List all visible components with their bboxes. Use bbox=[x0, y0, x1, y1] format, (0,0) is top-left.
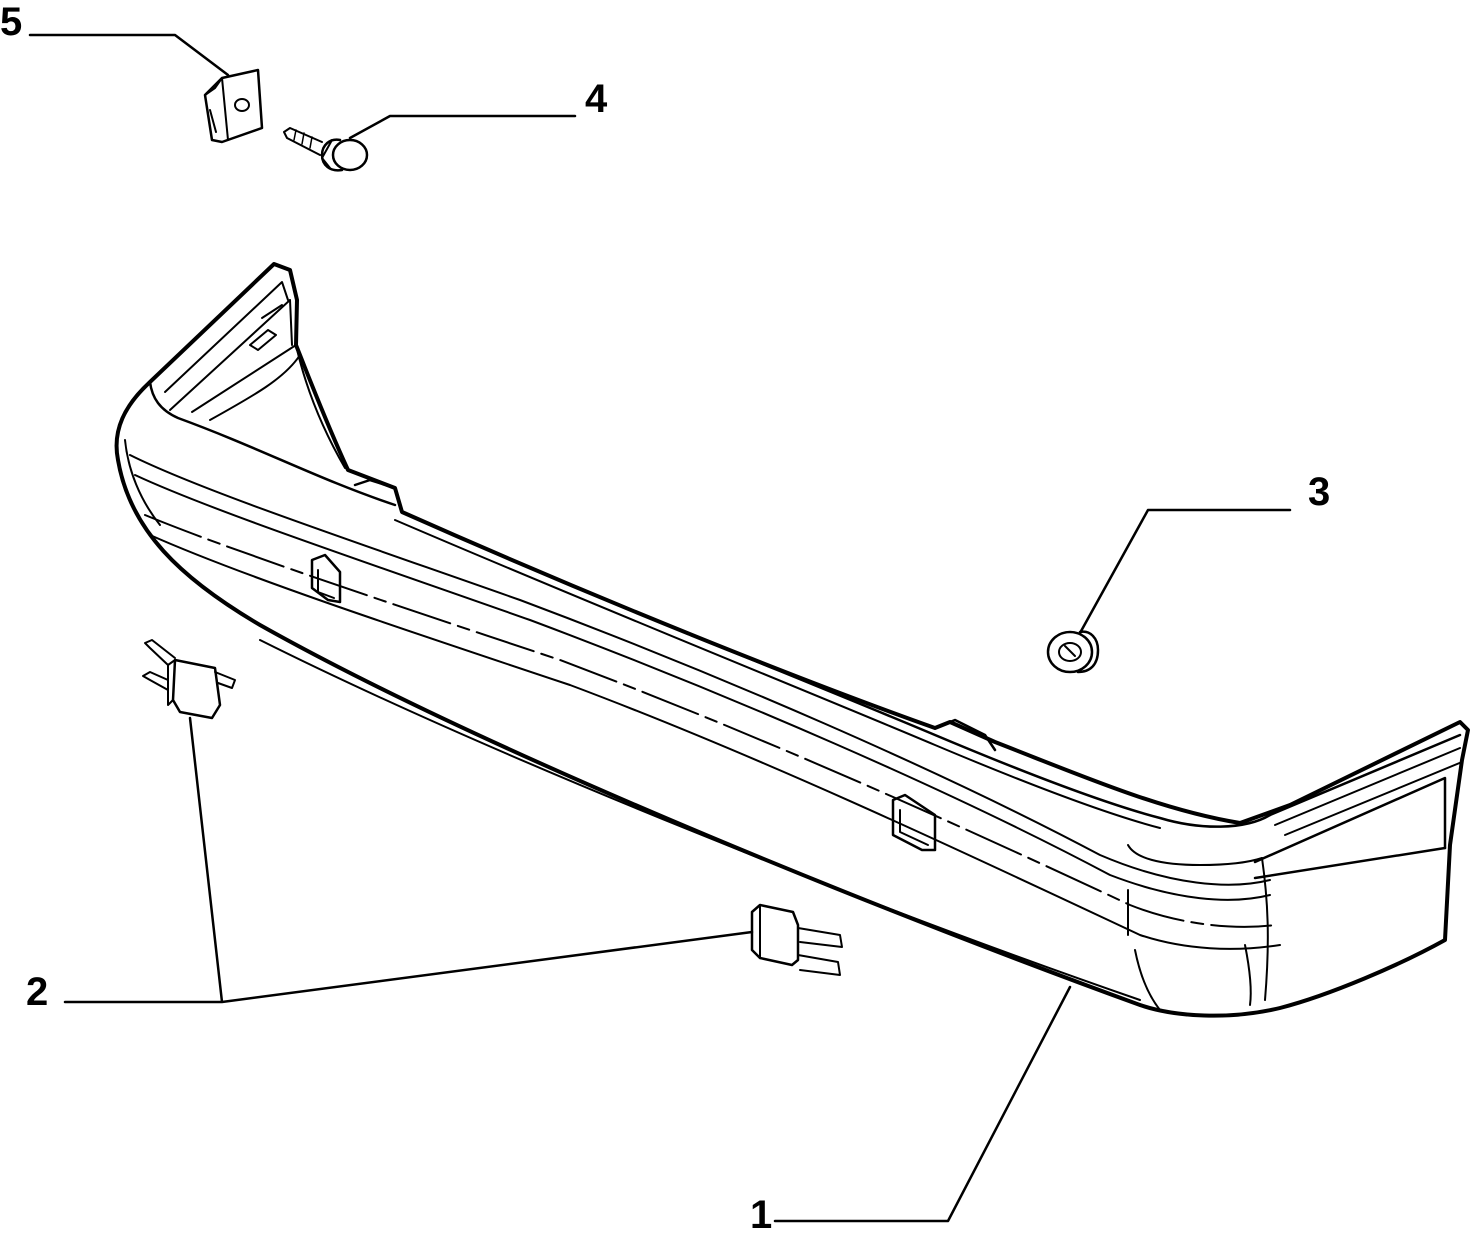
callout-3: 3 bbox=[1308, 470, 1330, 514]
callout-1: 1 bbox=[750, 1193, 772, 1228]
bracket-clip-left[interactable] bbox=[142, 639, 236, 720]
speed-nut-part[interactable] bbox=[203, 68, 264, 144]
bracket-clip-right[interactable] bbox=[750, 903, 843, 976]
leader-line-2 bbox=[63, 716, 754, 1004]
callout-2: 2 bbox=[26, 970, 48, 1014]
callout-4: 4 bbox=[585, 77, 608, 121]
leader-lines bbox=[28, 33, 1292, 1223]
callout-5: 5 bbox=[0, 0, 22, 44]
leader-line-1 bbox=[773, 985, 1072, 1223]
bumper-part[interactable] bbox=[114, 262, 1470, 1018]
leader-line-3 bbox=[1078, 508, 1292, 635]
leader-line-5 bbox=[28, 33, 230, 77]
leader-line-4 bbox=[348, 114, 577, 140]
grommet-part[interactable] bbox=[1046, 630, 1100, 674]
screw-part[interactable] bbox=[283, 127, 369, 172]
